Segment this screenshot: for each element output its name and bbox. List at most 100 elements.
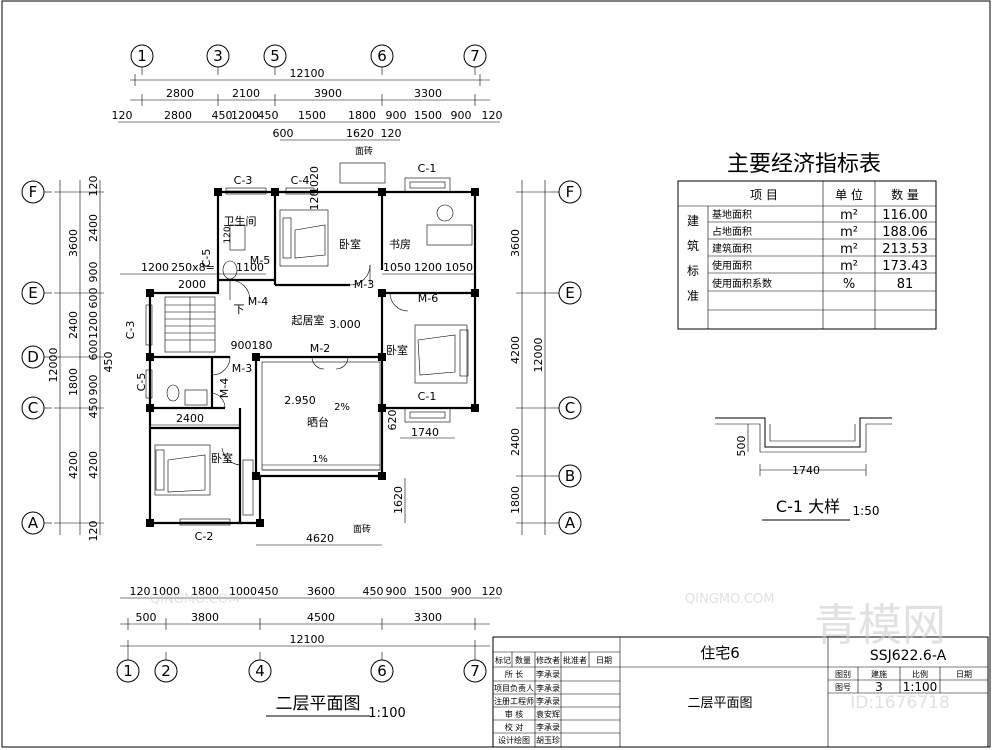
dim-text: 900 bbox=[231, 339, 252, 352]
dim-text: 1800 bbox=[67, 368, 80, 396]
svg-text:5: 5 bbox=[270, 47, 280, 65]
watermark-logo: 青模网 bbox=[814, 600, 946, 651]
meta-label: 图别 bbox=[835, 670, 851, 679]
plan-title-block: 二层平面图 1:100 bbox=[266, 694, 406, 721]
table-cell-item: 基地面积 bbox=[712, 208, 752, 221]
slope-mark: 1% bbox=[312, 454, 328, 465]
detail-dim-width: 1740 bbox=[792, 464, 820, 477]
role-name: 李承录 bbox=[536, 696, 560, 706]
role-name: 李承录 bbox=[536, 722, 560, 732]
table-title: 主要经济指标表 bbox=[727, 152, 881, 177]
dim-text: 120 bbox=[112, 109, 133, 122]
window-tag: C-1 bbox=[418, 162, 437, 175]
dim-text: 120 bbox=[482, 585, 503, 598]
table-side-label: 标 bbox=[687, 264, 699, 278]
dim-text: 900 bbox=[451, 585, 472, 598]
bottom-dimensions: 120 1000 1800 1000 450 3600 450 900 1500… bbox=[120, 585, 503, 652]
role-label: 注册工程师 bbox=[494, 696, 534, 706]
table-cell-value: 81 bbox=[897, 277, 914, 292]
dim-text: 1050 bbox=[445, 261, 473, 274]
dim-text: 450 bbox=[102, 352, 115, 373]
dim-text: 600 bbox=[273, 127, 294, 140]
dim-text: 120 bbox=[87, 176, 100, 197]
room-label: 晒台 bbox=[307, 415, 329, 429]
dim-text: 3600 bbox=[509, 229, 522, 257]
dim-text: 1200 bbox=[414, 261, 442, 274]
dim-text: 500 bbox=[136, 611, 157, 624]
role-label: 项目负责人 bbox=[494, 683, 534, 693]
table-side-label: 筑 bbox=[687, 238, 699, 253]
balcony bbox=[261, 361, 381, 471]
dim-text: 2800 bbox=[166, 87, 194, 100]
dim-text: 120 bbox=[381, 127, 402, 140]
right-axis-bubbles: F E C B A bbox=[551, 180, 582, 535]
axis-bubble: 6 bbox=[370, 652, 394, 683]
rev-header: 日期 bbox=[596, 656, 612, 665]
dim-text: 450 bbox=[258, 585, 279, 598]
role-label: 审 核 bbox=[505, 709, 524, 719]
axis-bubble: 4 bbox=[248, 652, 272, 683]
furniture bbox=[154, 204, 473, 516]
dim-text: 12000 bbox=[47, 348, 60, 383]
title-block: 标记 数量 修改者 批准者 日期 所 长 项目负责人 注册工程师 审 核 校 对… bbox=[492, 636, 989, 748]
level-mark: 3.000 bbox=[329, 318, 361, 331]
dim-text: 1000 bbox=[229, 585, 257, 598]
structural-columns bbox=[146, 188, 479, 527]
dim-text: 900 bbox=[87, 375, 100, 396]
meta-label: 日期 bbox=[956, 670, 972, 679]
dim-text: 3800 bbox=[191, 611, 219, 624]
axis-bubble: E bbox=[551, 281, 582, 305]
dim-text: 2400 bbox=[509, 428, 522, 456]
dim-text: 2400 bbox=[87, 214, 100, 242]
table-header: 项 目 bbox=[750, 188, 778, 202]
dim-text: 2100 bbox=[232, 87, 260, 100]
dim-text: 120 bbox=[223, 226, 233, 243]
room-label: 卧室 bbox=[339, 237, 361, 251]
table-cell-unit: m² bbox=[840, 259, 858, 274]
svg-text:3: 3 bbox=[213, 47, 223, 65]
svg-text:2: 2 bbox=[161, 662, 171, 680]
table-cell-item: 建筑面积 bbox=[712, 242, 752, 255]
room-labels: 卫生间 卧室 书房 起居室 卧室 卧室 晒台 下 bbox=[211, 214, 411, 465]
svg-text:E: E bbox=[565, 284, 574, 302]
meta-label: 比例 bbox=[912, 669, 928, 679]
dim-text: 120 bbox=[130, 585, 151, 598]
dim-text: 1000 bbox=[152, 585, 180, 598]
dim-text: 620 bbox=[386, 410, 399, 431]
svg-text:6: 6 bbox=[377, 47, 387, 65]
room-label: 起居室 bbox=[292, 313, 325, 327]
role-label: 校 对 bbox=[505, 722, 524, 732]
axis-bubble: A bbox=[551, 511, 582, 535]
table-header: 数 量 bbox=[891, 187, 919, 202]
window-tag: C-1 bbox=[418, 390, 437, 403]
facade-note: 面砖 bbox=[355, 145, 373, 157]
dim-text: 450 bbox=[87, 398, 100, 419]
dim-text: 4500 bbox=[307, 611, 335, 624]
svg-text:6: 6 bbox=[377, 662, 387, 680]
dim-text: 1620 bbox=[392, 486, 405, 514]
dim-text: 1740 bbox=[411, 426, 439, 439]
watermark-site: QINGMO.COM bbox=[685, 592, 774, 607]
table-cell-value: 213.53 bbox=[882, 242, 928, 257]
axis-bubble: E bbox=[21, 281, 52, 305]
table-cell-item: 使用面积 bbox=[712, 259, 752, 272]
plan-title: 二层平面图 bbox=[276, 694, 361, 714]
rev-header: 数量 bbox=[515, 655, 531, 665]
dim-text: 600 bbox=[87, 340, 100, 361]
dim-text: 3300 bbox=[414, 87, 442, 100]
interior-dimensions: 1200 250x8= 2000 1100 1050 1200 1050 900… bbox=[120, 166, 475, 546]
plan-scale: 1:100 bbox=[368, 706, 405, 721]
meta-label: 图号 bbox=[835, 683, 851, 692]
dim-text: 2400 bbox=[67, 311, 80, 339]
dim-text: 1050 bbox=[383, 261, 411, 274]
opening-tags: C-3 C-4 C-1 C-5 C-3 C-5 C-1 C-2 M-5 M-3 … bbox=[124, 145, 438, 543]
dim-text: 1020 bbox=[308, 166, 321, 194]
watermark-id: ID:1676718 bbox=[850, 693, 950, 713]
svg-text:F: F bbox=[566, 183, 575, 201]
dim-text: 1500 bbox=[298, 109, 326, 122]
dim-text: 2400 bbox=[176, 412, 204, 425]
axis-bubble: 6 bbox=[370, 44, 394, 75]
left-axis-bubbles: F E D C A bbox=[21, 180, 52, 535]
door-tag: M-3 bbox=[354, 278, 374, 291]
project-name: 住宅6 bbox=[700, 644, 740, 662]
